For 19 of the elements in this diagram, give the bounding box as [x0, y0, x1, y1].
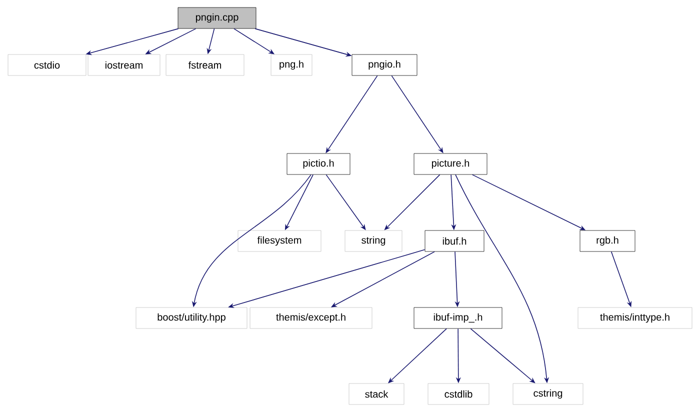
file-box: filesystem [238, 230, 322, 252]
file-box: iostream [88, 54, 160, 76]
file-box: ibuf-imp_.h [414, 307, 502, 329]
file-box: cstring [512, 383, 584, 405]
file-box: pngio.h [352, 54, 418, 76]
file-box: rgb.h [580, 230, 636, 252]
file-box: cstdio [8, 54, 86, 76]
file-box: themis/inttype.h [578, 307, 692, 329]
file-box: themis/except.h [250, 307, 372, 329]
file-box: ibuf.h [424, 230, 484, 252]
file-box: fstream [166, 54, 244, 76]
file-box: stack [348, 383, 404, 405]
file-box: pngin.cpp [178, 7, 256, 29]
file-box: png.h [270, 54, 312, 76]
file-box: boost/utility.hpp [136, 307, 248, 329]
file-box: pictio.h [286, 153, 350, 175]
file-box: cstdlib [428, 383, 490, 405]
file-box: picture.h [414, 153, 488, 175]
file-box: string [344, 230, 402, 252]
